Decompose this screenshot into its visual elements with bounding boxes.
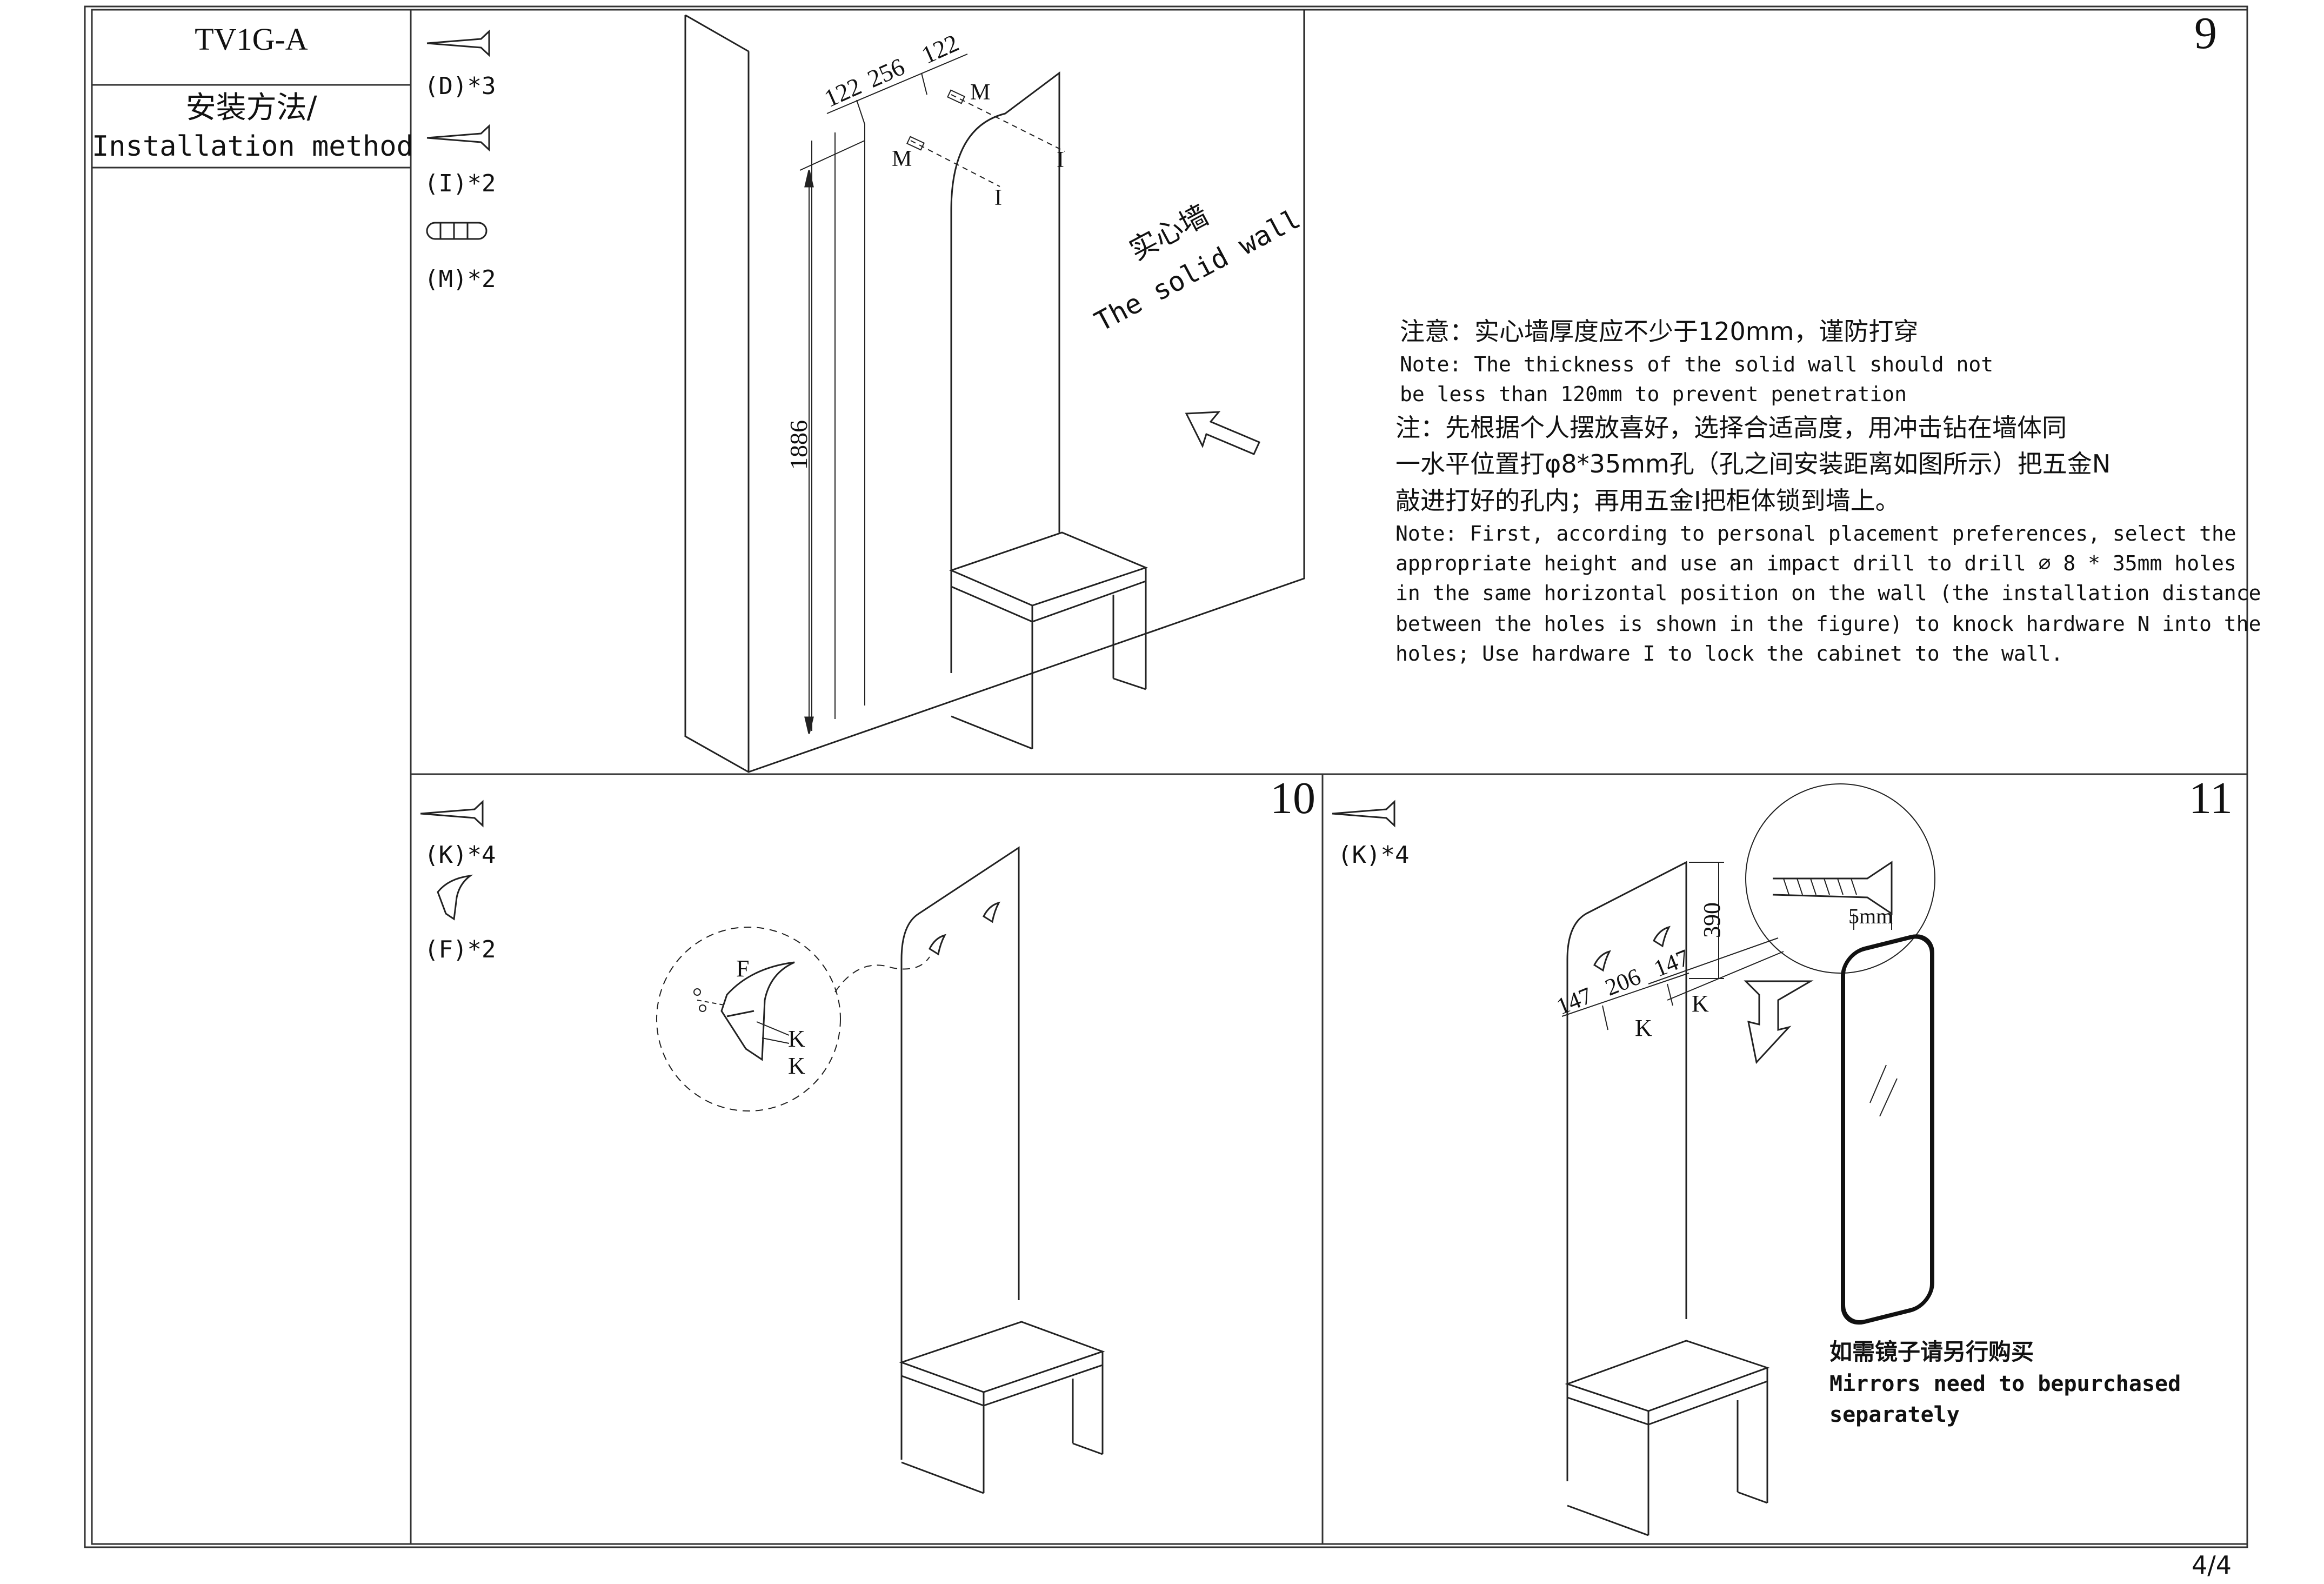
step-number-9: 9 — [2194, 8, 2217, 58]
dim-390: 390 — [1699, 902, 1725, 938]
part-count-d: (D)*3 — [424, 72, 496, 100]
part-count-i: (I)*2 — [424, 170, 496, 197]
label-f: F — [736, 955, 750, 982]
note-install-zh-1: 注：先根据个人摆放喜好，选择合适高度，用冲击钻在墙体同 — [1395, 413, 2067, 442]
part-count-k-step10: (K)*4 — [424, 841, 496, 869]
mirror-note-en-2: separately — [1829, 1402, 1960, 1427]
step-number-10: 10 — [1270, 773, 1315, 823]
note-thickness-en-2: be less than 120mm to prevent penetratio… — [1400, 382, 1907, 406]
part-count-f: (F)*2 — [424, 936, 496, 963]
label-m-lower: M — [892, 147, 912, 171]
note-install-en-2: appropriate height and use an impact dri… — [1395, 551, 2236, 575]
note-install-zh-2: 一水平位置打φ8*35mm孔（孔之间安装距离如图所示）把五金N — [1395, 449, 2111, 478]
part-count-k-step11: (K)*4 — [1338, 841, 1410, 869]
label-m-upper: M — [970, 80, 991, 105]
note-install-en-5: holes; Use hardware I to lock the cabine… — [1395, 642, 2063, 665]
dim-1886: 1886 — [785, 420, 812, 470]
label-k-step11-left: K — [1635, 1015, 1652, 1041]
mirror-note-zh: 如需镜子请另行购买 — [1829, 1339, 2034, 1365]
step-number-11: 11 — [2189, 773, 2233, 823]
note-install-en-3: in the same horizontal position on the w… — [1395, 581, 2261, 605]
note-install-en-4: between the holes is shown in the figure… — [1395, 612, 2261, 636]
part-count-m: (M)*2 — [424, 265, 496, 293]
note-install-en-1: Note: First, according to personal place… — [1395, 522, 2236, 545]
label-k-upper: K — [788, 1026, 805, 1052]
note-install-zh-3: 敲进打好的孔内；再用五金I把柜体锁到墙上。 — [1395, 486, 1900, 515]
page-number: 4/4 — [2192, 1550, 2232, 1580]
label-k-lower: K — [788, 1053, 805, 1079]
label-k-step11-right: K — [1692, 990, 1709, 1017]
label-i-lower: I — [994, 185, 1002, 210]
installation-method-zh: 安装方法/ — [185, 90, 317, 125]
mirror-note-en-1: Mirrors need to bepurchased — [1829, 1372, 2181, 1396]
note-thickness-zh: 注意：实心墙厚度应不少于120mm，谨防打穿 — [1400, 317, 1919, 346]
installation-method-en: Installation method — [92, 130, 413, 163]
dim-5mm: 5mm — [1848, 904, 1893, 928]
model-number: TV1G-A — [195, 22, 308, 57]
note-thickness-en-1: Note: The thickness of the solid wall sh… — [1400, 352, 1994, 376]
label-i-right: I — [1057, 148, 1064, 172]
